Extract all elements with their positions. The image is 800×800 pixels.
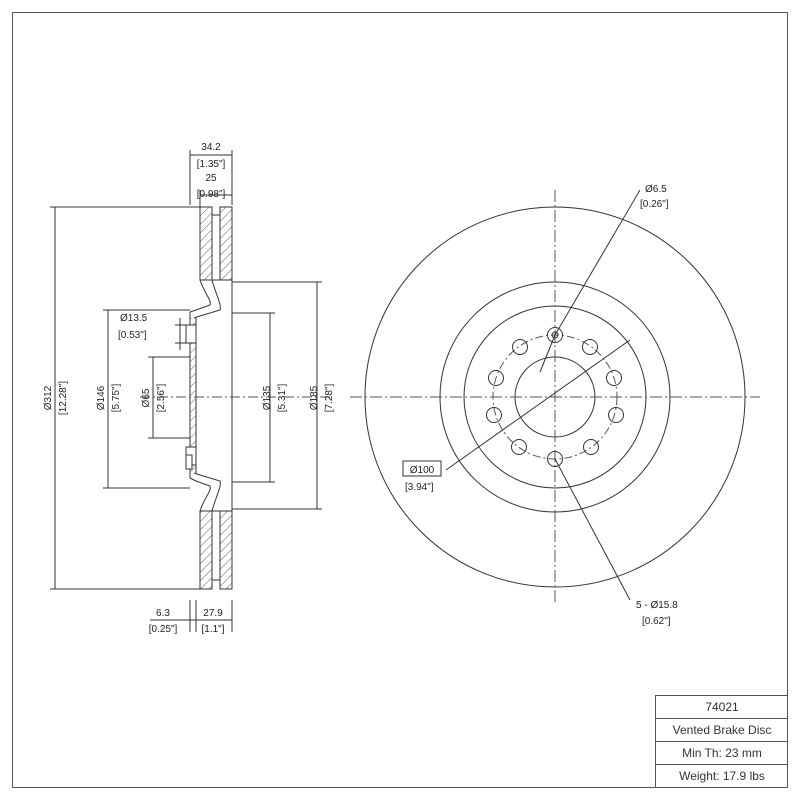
front-view xyxy=(350,189,760,605)
dim-width-in: [1.35"] xyxy=(197,159,226,170)
part-number: 74021 xyxy=(656,696,788,719)
hat-hole xyxy=(547,451,563,467)
side-view-labels: 34.2 [1.35"] 25 [0.98"] Ø312 [12.28"] Ø1… xyxy=(43,142,335,635)
hat-hole xyxy=(582,339,598,355)
dim-pin-mm: Ø6.5 xyxy=(645,184,667,195)
hat-profile-bottom-inner xyxy=(193,472,221,512)
weight: Weight: 17.9 lbs xyxy=(679,769,765,783)
dim-lug-in: [0.62"] xyxy=(642,616,671,627)
hat-profile-top-inner xyxy=(193,279,221,319)
front-view-labels: Ø6.5 [0.26"] Ø100 [3.94"] 5 - Ø15.8 [0.6… xyxy=(402,184,678,627)
side-view xyxy=(50,150,330,632)
hat-profile-bottom xyxy=(189,477,211,512)
hat-hole xyxy=(486,407,502,423)
dim-bore-mm: Ø65 xyxy=(141,388,152,407)
dim-offset-in: [1.1"] xyxy=(201,624,224,635)
lug-hole xyxy=(606,370,622,386)
dim-id-mm: Ø185 xyxy=(309,385,320,410)
drawing-border xyxy=(12,12,788,788)
dim-bolt-circle-in: [3.94"] xyxy=(405,482,434,493)
rotor-section-top-left xyxy=(199,206,213,281)
dim-bolt-circle-box xyxy=(402,460,442,477)
hat-hole xyxy=(608,407,624,423)
lug-hole xyxy=(511,439,527,455)
dim-id-in: [7.28"] xyxy=(324,383,335,412)
dim-hat-mm: Ø146 xyxy=(96,385,107,410)
part-description: Vented Brake Disc xyxy=(656,719,788,742)
dim-hub-mm: Ø135 xyxy=(262,385,273,410)
dim-lug-mm: 5 - Ø15.8 xyxy=(636,600,678,611)
lug-hole xyxy=(488,370,504,386)
hat-face-hatch xyxy=(190,318,196,473)
dim-stud-in: [0.53"] xyxy=(118,330,147,341)
rotor-section-bottom-left xyxy=(199,510,213,590)
rotor-section-bottom-right xyxy=(219,510,233,590)
dim-hat-in: [5.75"] xyxy=(111,383,122,412)
dim-pin-in: [0.26"] xyxy=(640,199,669,210)
dim-friction-mm: 25 xyxy=(205,173,217,184)
lug-hole xyxy=(547,327,563,343)
stud-hole-top xyxy=(185,324,197,344)
lug-hole xyxy=(583,439,599,455)
title-block: 74021 Vented Brake Disc Min Th: 23 mm We… xyxy=(655,695,788,788)
dim-hat-thk-mm: 6.3 xyxy=(156,608,170,619)
dim-offset-mm: 27.9 xyxy=(203,608,223,619)
dim-stud-mm: Ø13.5 xyxy=(120,313,148,324)
dim-width-mm: 34.2 xyxy=(201,142,221,153)
dim-bore-in: [2.56"] xyxy=(156,383,167,412)
dim-od-mm: Ø312 xyxy=(43,385,54,410)
hat-hole xyxy=(512,339,528,355)
dim-hat-thk-in: [0.25"] xyxy=(149,624,178,635)
dim-bolt-circle-mm: Ø100 xyxy=(410,465,435,476)
hat-profile-top xyxy=(189,279,211,313)
dim-hub-in: [5.31"] xyxy=(277,383,288,412)
min-thickness: Min Th: 23 mm xyxy=(656,742,788,765)
dim-od-in: [12.28"] xyxy=(58,381,69,415)
small-hole-section xyxy=(185,454,193,470)
pin-hole xyxy=(551,331,559,339)
dim-friction-in: [0.98"] xyxy=(197,189,226,200)
rotor-section-top-right xyxy=(219,206,233,281)
